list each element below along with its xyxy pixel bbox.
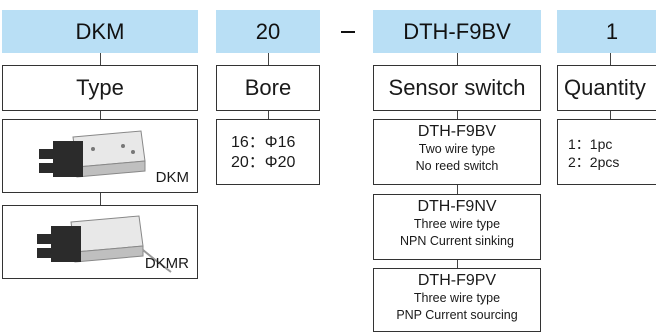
- sensor-desc-line2: PNP Current sourcing: [396, 308, 518, 322]
- separator-dash: [341, 31, 355, 33]
- type-option-dkmr: DKMR: [2, 205, 198, 279]
- category-quantity: Quantity: [557, 65, 656, 111]
- gripper-image: [37, 215, 172, 273]
- category-quantity-text: Quantity: [564, 75, 646, 100]
- type-label: DKM: [155, 169, 189, 186]
- quantity-options: 1：1pc 2：2pcs: [557, 119, 656, 185]
- connector-line: [100, 111, 101, 119]
- gripper-image: [39, 130, 146, 178]
- category-type-text: Type: [76, 75, 124, 100]
- sensor-desc-line1: Three wire type: [413, 217, 501, 231]
- header-sensor: DTH-F9BV: [373, 10, 541, 53]
- bore-options: 16：Φ16 20：Φ20: [216, 119, 320, 185]
- connector-line: [610, 111, 611, 119]
- header-bore: 20: [216, 10, 320, 53]
- sensor-option-pv: DTH-F9PV Three wire type PNP Current sou…: [373, 268, 541, 332]
- category-type: Type: [2, 65, 198, 111]
- sensor-option-bv: DTH-F9BV Two wire type No reed switch: [373, 119, 541, 185]
- connector-line: [268, 53, 269, 65]
- header-bore-text: 20: [255, 18, 281, 44]
- type-label: DKMR: [144, 255, 189, 272]
- category-sensor-text: Sensor switch: [388, 75, 526, 100]
- sensor-desc-line1: Two wire type: [418, 142, 496, 156]
- connector-line: [268, 111, 269, 119]
- connector-line: [100, 193, 101, 205]
- connector-line: [457, 53, 458, 65]
- sensor-model: DTH-F9NV: [417, 198, 497, 215]
- category-bore-text: Bore: [244, 75, 292, 100]
- sensor-desc-line2: NPN Current sinking: [400, 234, 514, 248]
- bore-option: 16：Φ16: [231, 134, 296, 151]
- quantity-option: 2：2pcs: [568, 154, 620, 170]
- header-quantity: 1: [557, 10, 656, 53]
- header-model-text: DKM: [75, 18, 125, 44]
- sensor-desc-line1: Three wire type: [413, 291, 501, 305]
- connector-line: [100, 53, 101, 65]
- category-bore: Bore: [216, 65, 320, 111]
- connector-line: [457, 111, 458, 119]
- connector-line: [610, 53, 611, 65]
- type-option-dkm: DKM: [2, 119, 198, 193]
- connector-line: [457, 260, 458, 268]
- sensor-model: DTH-F9BV: [417, 123, 497, 140]
- header-sensor-text: DTH-F9BV: [403, 18, 511, 44]
- category-sensor: Sensor switch: [373, 65, 541, 111]
- bore-option: 20：Φ20: [231, 154, 296, 171]
- sensor-option-nv: DTH-F9NV Three wire type NPN Current sin…: [373, 194, 541, 260]
- connector-line: [457, 185, 458, 194]
- quantity-option: 1：1pc: [568, 136, 613, 152]
- header-quantity-text: 1: [605, 18, 619, 44]
- sensor-model: DTH-F9PV: [417, 272, 497, 289]
- sensor-desc-line2: No reed switch: [415, 159, 499, 173]
- header-model: DKM: [2, 10, 198, 53]
